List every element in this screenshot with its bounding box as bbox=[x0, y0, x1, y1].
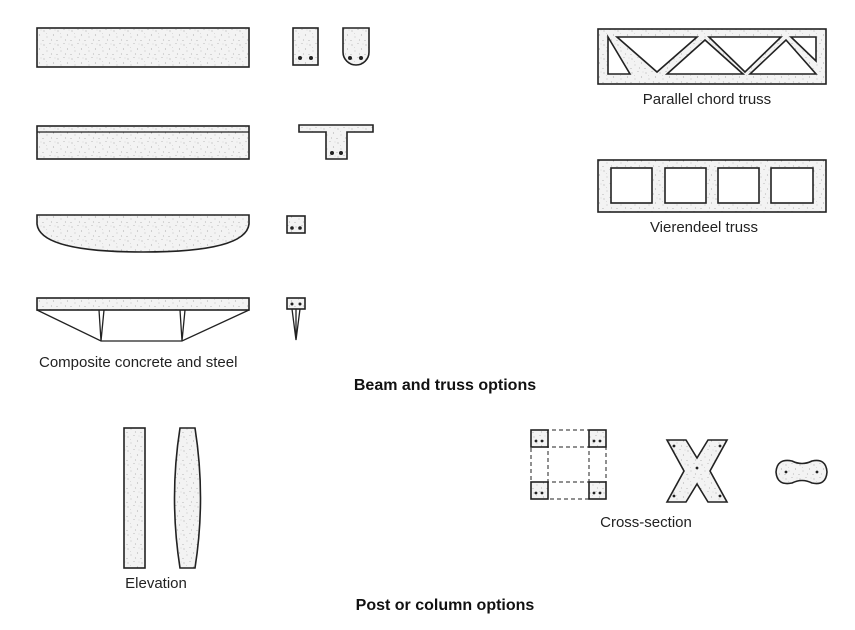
section-rounded bbox=[342, 27, 370, 66]
post-column-heading: Post or column options bbox=[356, 597, 535, 614]
parallel-chord-truss-label: Parallel chord truss bbox=[643, 91, 771, 108]
section-rectangular bbox=[292, 27, 319, 66]
parallel-chord-truss-diagram bbox=[597, 28, 827, 85]
vierendeel-truss-label: Vierendeel truss bbox=[650, 219, 758, 236]
section-tee bbox=[298, 124, 374, 160]
beam-composite-elevation bbox=[36, 297, 250, 342]
column-twin-circle-section bbox=[775, 459, 828, 485]
beam-plain-elevation bbox=[36, 27, 250, 68]
column-straight-elevation bbox=[123, 427, 146, 569]
composite-label: Composite concrete and steel bbox=[39, 354, 237, 371]
column-cruciform-section bbox=[665, 439, 729, 503]
vierendeel-truss-diagram bbox=[597, 159, 827, 213]
beam-truss-heading: Beam and truss options bbox=[354, 377, 536, 394]
section-small-square bbox=[286, 215, 306, 234]
beam-curved-elevation bbox=[36, 214, 250, 253]
elevation-label: Elevation bbox=[125, 575, 187, 592]
column-tapered-elevation bbox=[173, 427, 202, 569]
beam-topped-elevation bbox=[36, 125, 250, 160]
column-four-post-section bbox=[530, 429, 607, 500]
cross-section-label: Cross-section bbox=[600, 514, 692, 531]
section-composite bbox=[286, 297, 306, 341]
